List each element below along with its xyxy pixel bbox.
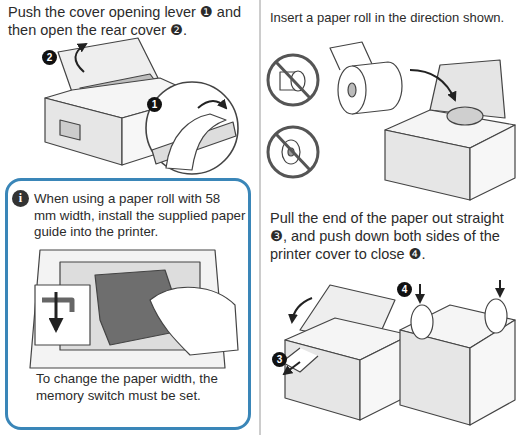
close-cover-illustration-part (470, 320, 515, 425)
paper-roll-illustration-part (348, 83, 356, 97)
close-cover-illustration-part (499, 280, 501, 296)
paper-roll-illustration (268, 42, 515, 200)
paper-roll-illustration-part (410, 70, 455, 100)
callout-number: 1 (147, 97, 162, 112)
printer-open-illustration-part (166, 114, 226, 170)
paper-guide-illustration-part (35, 285, 90, 345)
close-cover-illustration-part (284, 362, 300, 374)
paper-roll-illustration-part (268, 127, 318, 177)
paper-roll-illustration-part (385, 130, 470, 200)
paper-roll-illustration-part (268, 55, 318, 105)
note-text: When using a paper roll with 58 mm width… (34, 191, 246, 241)
close-cover-illustration-part (485, 299, 507, 333)
printer-open-illustration (45, 38, 238, 174)
info-icon: i (12, 190, 29, 207)
paper-guide-illustration (30, 250, 238, 368)
close-cover-illustration-part (411, 305, 433, 339)
paper-roll-illustration-part (276, 62, 310, 98)
close-cover-illustration-part (419, 284, 421, 302)
callout-number: 4 (397, 282, 412, 297)
close-cover-illustration (282, 280, 515, 425)
note-text: To change the paper width, the memory sw… (36, 371, 248, 404)
close-cover-illustration-part (282, 348, 318, 372)
paper-roll-illustration-part (470, 125, 515, 200)
callout-number: 2 (42, 50, 57, 65)
step-instruction: Insert a paper roll in the direction sho… (270, 10, 520, 26)
step-instruction: Pull the end of the paper out straight ❸… (270, 209, 520, 263)
printer-open-illustration-part (75, 44, 86, 72)
step-instruction: Push the cover opening lever ❶ and then … (8, 3, 258, 39)
callout-number: 3 (272, 352, 287, 367)
paper-guide-illustration-part (55, 292, 58, 330)
printer-open-illustration-part (45, 98, 122, 165)
note-box: When using a paper roll with 58 mm width… (5, 178, 251, 430)
paper-roll-illustration-part (276, 134, 310, 170)
paper-roll-illustration-part (447, 107, 483, 125)
paper-guide-illustration-part (150, 287, 238, 355)
column-divider (260, 0, 261, 435)
close-cover-illustration-part (292, 298, 312, 322)
printer-open-illustration-part (60, 120, 80, 140)
printer-open-illustration-part (198, 101, 226, 108)
paper-roll-illustration-part (338, 66, 366, 114)
close-cover-illustration-part (400, 330, 470, 425)
printer-open-illustration-part (146, 82, 238, 174)
